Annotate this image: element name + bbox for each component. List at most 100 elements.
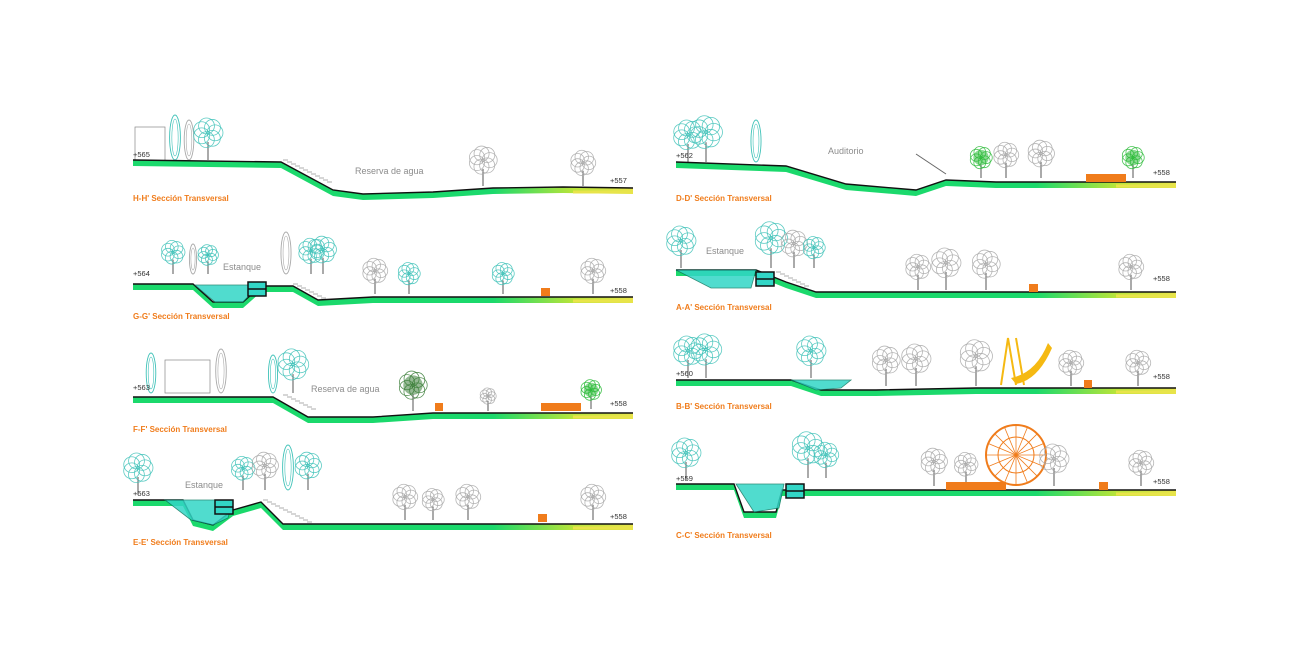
tree-icon bbox=[1125, 349, 1152, 386]
section-hh: +565 +557 Reserva de agua H-H' Sección T… bbox=[132, 102, 634, 212]
section-bb-profile bbox=[673, 333, 1176, 396]
elev-right-ee: +558 bbox=[610, 512, 627, 521]
elev-left-gg: +564 bbox=[133, 269, 150, 278]
elev-left-cc: +559 bbox=[676, 474, 693, 483]
section-cc: +559 +558 C-C' Sección Transversal bbox=[671, 420, 1176, 540]
tree-icon bbox=[491, 262, 515, 294]
culvert-icon bbox=[214, 499, 234, 515]
kiosk-icon bbox=[538, 514, 547, 522]
kiosk-icon bbox=[1084, 380, 1092, 388]
section-aa-profile bbox=[666, 221, 1176, 298]
tree-icon bbox=[231, 455, 256, 490]
elev-right-hh: +557 bbox=[610, 176, 627, 185]
elev-right-bb: +558 bbox=[1153, 372, 1170, 381]
tree-icon bbox=[580, 257, 607, 294]
ground-line bbox=[133, 396, 633, 418]
elev-left-hh: +565 bbox=[133, 150, 150, 159]
pond-water bbox=[790, 379, 853, 391]
kiosk-icon bbox=[1086, 174, 1126, 182]
tree-icon bbox=[123, 452, 154, 495]
tree-icon bbox=[362, 257, 389, 294]
stairs bbox=[776, 271, 809, 287]
tree-icon bbox=[479, 387, 497, 411]
ground-line bbox=[133, 283, 633, 303]
tree-icon bbox=[392, 483, 419, 520]
tree-icon bbox=[580, 379, 602, 409]
tree-icon bbox=[251, 451, 279, 490]
tree-icon bbox=[901, 343, 932, 386]
tree-icon bbox=[671, 437, 702, 480]
section-dd: +562 +558 Auditorio D-D' Sección Transve… bbox=[673, 102, 1176, 212]
section-bb: +560 +558 B-B' Sección Transversal bbox=[673, 318, 1176, 428]
elev-left-dd: +562 bbox=[676, 151, 693, 160]
pond-water bbox=[735, 483, 785, 513]
tree-icon bbox=[993, 141, 1020, 178]
title-ff: F-F' Sección Transversal bbox=[133, 425, 227, 434]
elev-right-ff: +558 bbox=[610, 399, 627, 408]
tree-icon bbox=[1039, 443, 1070, 486]
title-cc: C-C' Sección Transversal bbox=[676, 531, 772, 540]
title-aa: A-A' Sección Transversal bbox=[676, 303, 772, 312]
terrain-band bbox=[133, 397, 633, 423]
section-cc-profile bbox=[671, 424, 1176, 518]
tree-icon bbox=[920, 447, 948, 486]
kiosk-icon bbox=[435, 403, 443, 411]
kiosk-icon bbox=[1029, 284, 1038, 292]
tree-icon bbox=[905, 253, 932, 290]
kiosk-icon bbox=[1099, 482, 1108, 490]
elev-right-aa: +558 bbox=[1153, 274, 1170, 283]
tree-icon bbox=[1118, 253, 1145, 290]
swing-slide-icon bbox=[1000, 337, 1052, 386]
tree-icon bbox=[931, 247, 962, 290]
section-ee-profile bbox=[123, 444, 633, 531]
elev-right-cc: +558 bbox=[1153, 477, 1170, 486]
tree-icon bbox=[145, 352, 157, 394]
tree-icon bbox=[282, 444, 294, 491]
tree-icon bbox=[215, 348, 227, 394]
tree-icon bbox=[796, 335, 827, 378]
pond-water bbox=[675, 269, 757, 289]
title-bb: B-B' Sección Transversal bbox=[676, 402, 772, 411]
kiosk-icon bbox=[541, 288, 550, 296]
title-dd: D-D' Sección Transversal bbox=[676, 194, 772, 203]
tree-icon bbox=[802, 236, 826, 268]
label-ff: Reserva de agua bbox=[311, 384, 380, 394]
tree-icon bbox=[455, 483, 482, 520]
stairs bbox=[293, 283, 326, 299]
stairs bbox=[283, 159, 332, 183]
tree-icon bbox=[193, 117, 224, 160]
ground-line bbox=[676, 483, 1176, 513]
stairs bbox=[283, 394, 316, 410]
ground-line bbox=[675, 161, 1176, 191]
tree-icon bbox=[750, 119, 762, 163]
tree-icon bbox=[872, 345, 901, 386]
tree-icon bbox=[421, 488, 445, 520]
tree-icon bbox=[197, 244, 219, 274]
tree-icon bbox=[954, 451, 979, 486]
elev-left-ff: +563 bbox=[133, 383, 150, 392]
tree-icon bbox=[161, 239, 186, 274]
tree-icon bbox=[780, 229, 808, 268]
ferris-wheel-icon bbox=[985, 424, 1047, 486]
ground-line bbox=[676, 379, 1176, 391]
tree-icon bbox=[309, 235, 337, 274]
tree-icon bbox=[267, 354, 279, 394]
label-dd: Auditorio bbox=[828, 146, 864, 156]
tree-icon bbox=[183, 119, 195, 161]
culvert-icon bbox=[247, 281, 267, 297]
pond-water bbox=[193, 284, 260, 303]
tree-icon bbox=[188, 243, 198, 275]
tree-icon bbox=[689, 115, 723, 162]
tree-icon bbox=[1058, 349, 1085, 386]
elev-left-ee: +563 bbox=[133, 489, 150, 498]
label-gg: Estanque bbox=[223, 262, 262, 272]
elev-right-gg: +558 bbox=[610, 286, 627, 295]
section-ee: +563 +558 Estanque E-E' Sección Transver… bbox=[123, 440, 633, 550]
tree-icon bbox=[277, 348, 310, 393]
tree-icon bbox=[690, 333, 723, 378]
section-dd-profile bbox=[673, 115, 1176, 196]
ground-line bbox=[132, 159, 634, 195]
tree-icon bbox=[294, 451, 322, 490]
tree-icon bbox=[813, 441, 840, 478]
tree-icon bbox=[397, 262, 421, 294]
